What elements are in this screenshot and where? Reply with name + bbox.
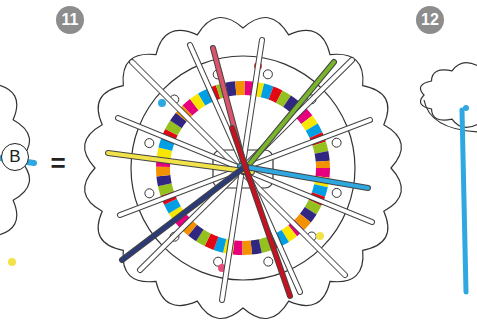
callout-number: 12 (416, 6, 444, 34)
stick-outline (122, 166, 246, 260)
scalloped-disk-tilted (421, 63, 477, 128)
scalloped-disk-partial (0, 20, 30, 299)
stick (108, 153, 252, 172)
disk-edge (424, 100, 477, 132)
stick-outline (243, 62, 334, 172)
disk-hole (263, 70, 272, 79)
yellow-dot (8, 258, 16, 266)
disk-hole (332, 188, 341, 197)
disk-hole (145, 139, 154, 148)
callout-number: 11 (56, 6, 84, 34)
stick (232, 128, 290, 296)
disk-hole (332, 138, 341, 147)
disk-hole (264, 257, 273, 266)
stick-outline (108, 153, 252, 172)
stick (243, 62, 334, 172)
blue-dot (158, 99, 166, 107)
blue-knot (463, 105, 469, 111)
yellow-dot (316, 232, 324, 240)
stick-outline (240, 166, 368, 188)
equals-sign: = (46, 148, 70, 178)
stick (240, 166, 368, 188)
part-letter: B (1, 143, 29, 171)
disk-hole (145, 189, 154, 198)
stick (122, 166, 246, 260)
blue-thread (462, 110, 466, 292)
stick-outline (232, 128, 290, 296)
scalloped-disk (85, 18, 402, 319)
